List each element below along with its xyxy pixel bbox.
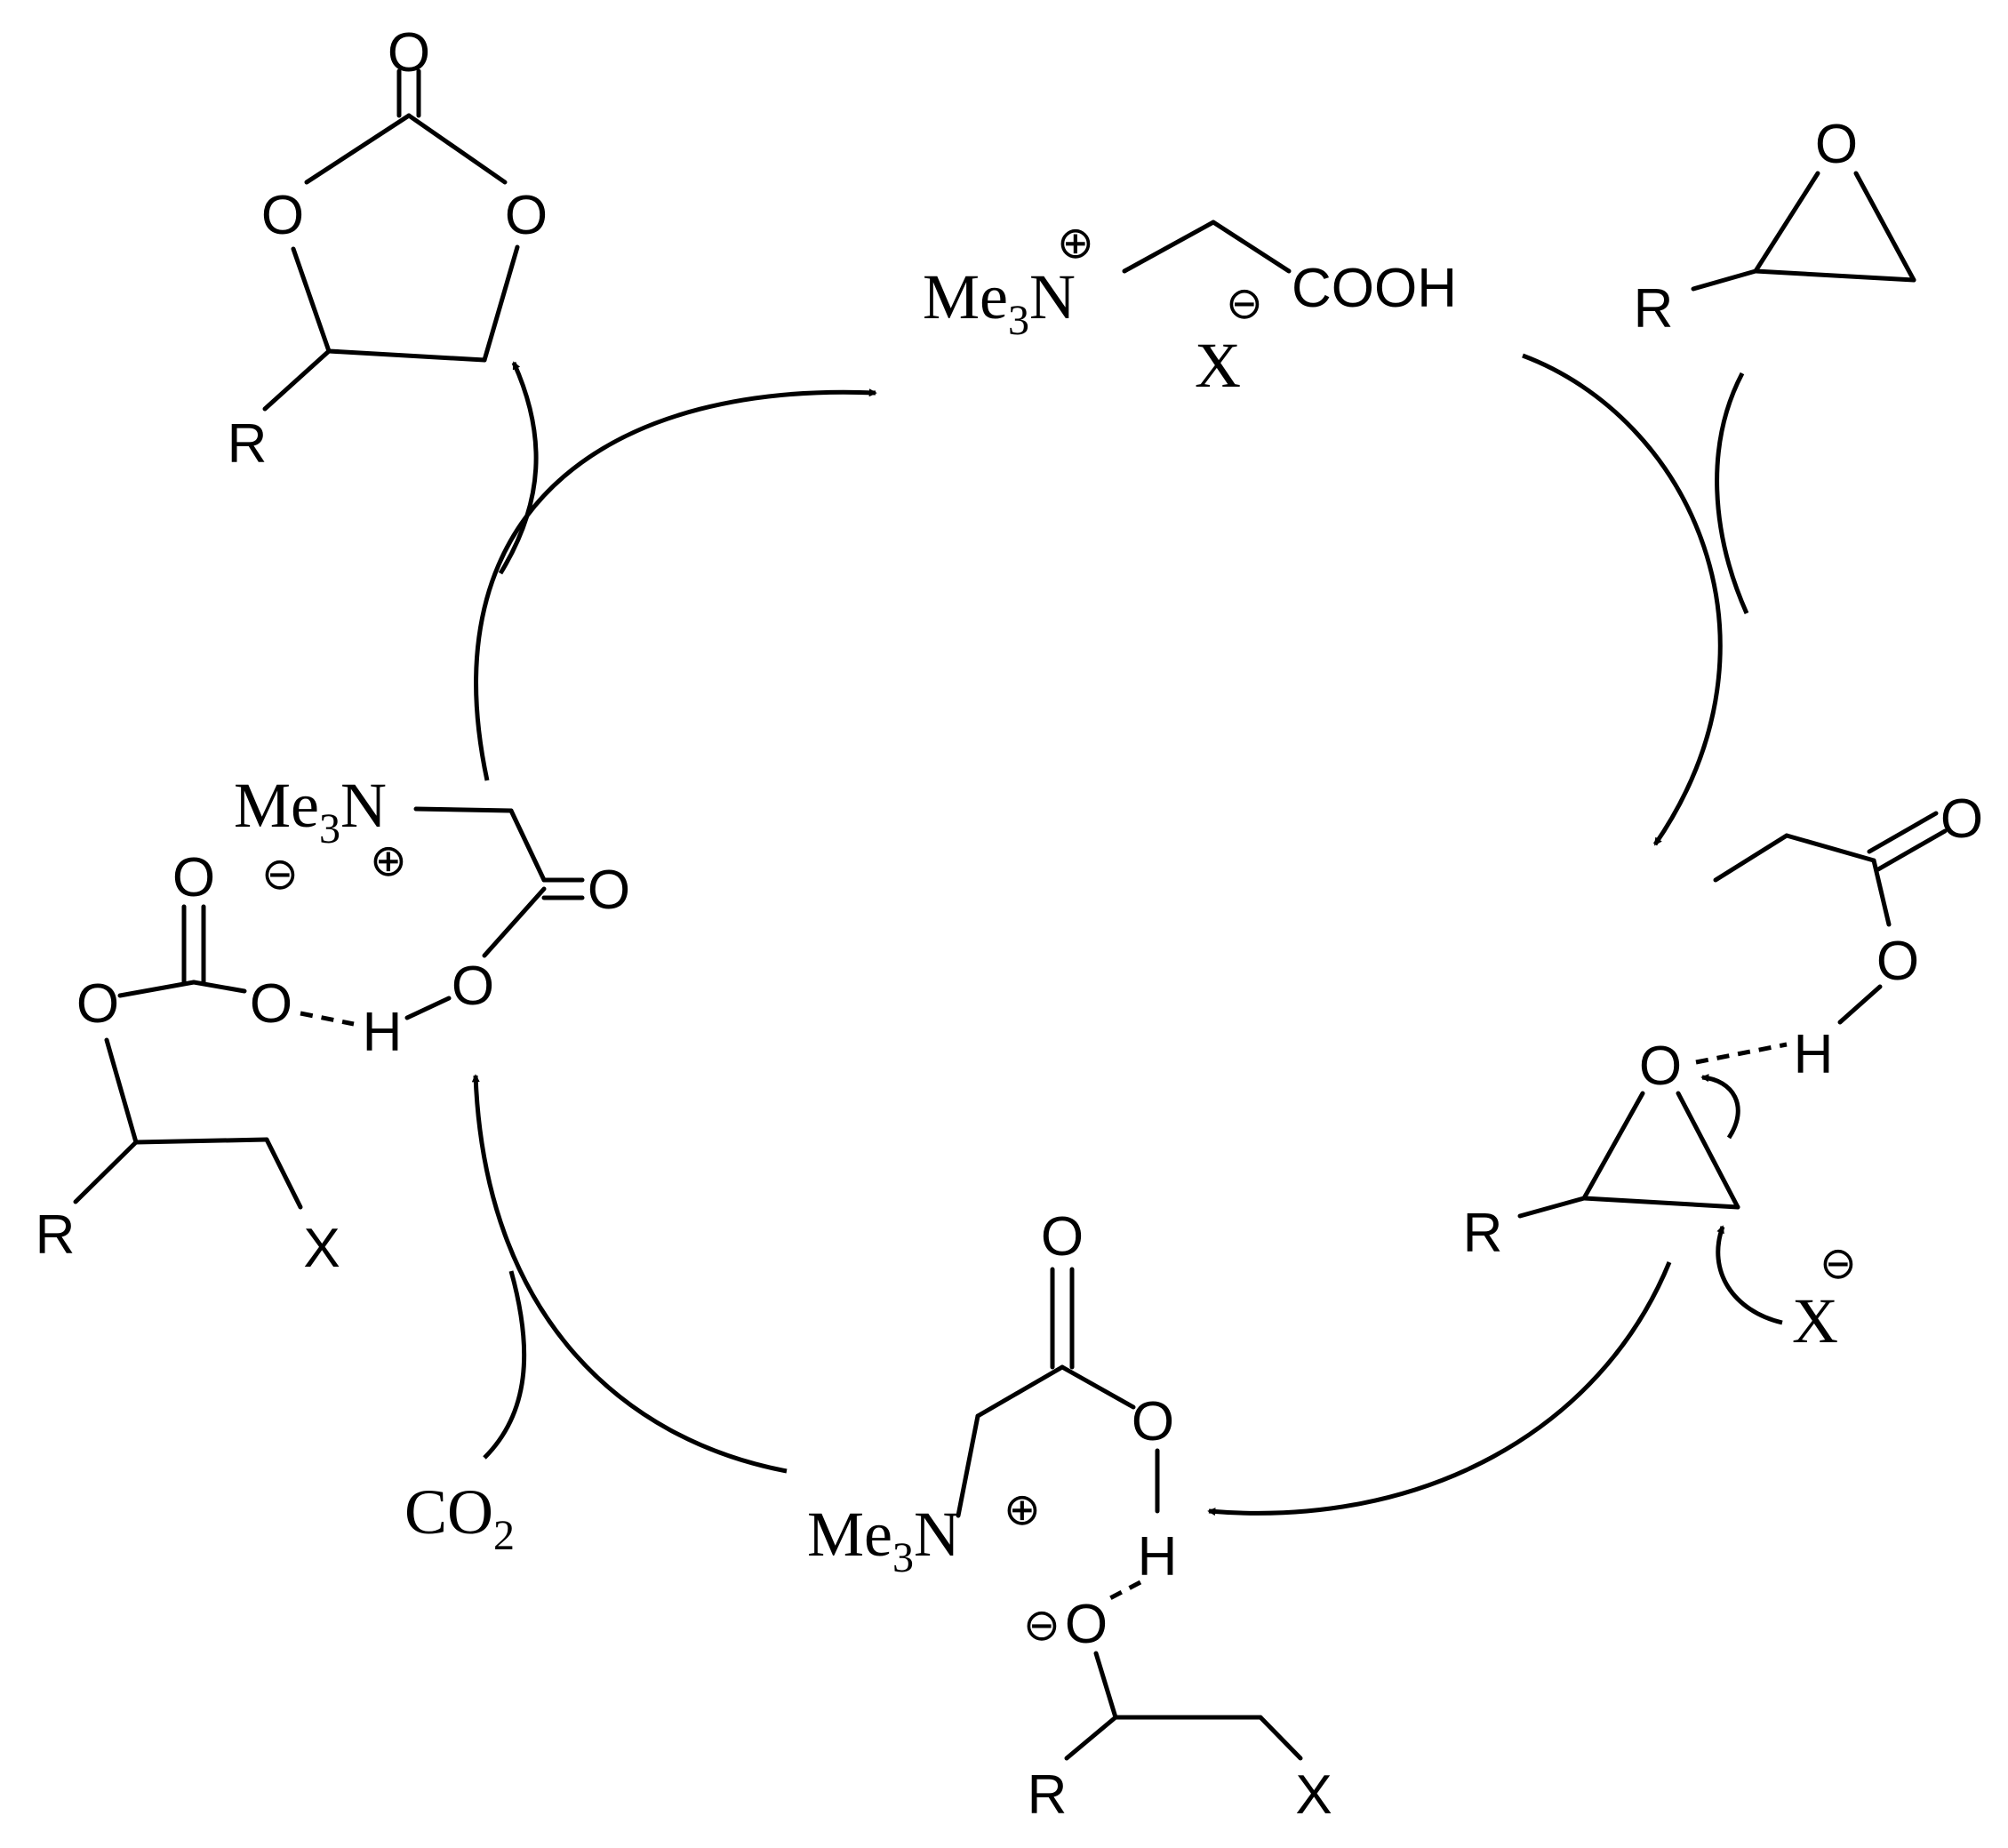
carbonyl-oxygen: O bbox=[1940, 788, 1983, 850]
hydroxyl-hydrogen: H bbox=[1138, 1526, 1178, 1588]
hydroxyl-hydrogen: H bbox=[1794, 1024, 1834, 1085]
anion-negative-charge: ⊖ bbox=[261, 848, 299, 900]
electron-push-arrow-halide bbox=[1716, 1225, 1783, 1325]
ring-closure-product-arrow bbox=[498, 361, 539, 575]
r-substituent-bond bbox=[1517, 1196, 1587, 1219]
electron-push-arrow-oxygen bbox=[1700, 1074, 1740, 1140]
trimethylammonium-label: Me3N bbox=[234, 770, 387, 852]
o-c-bond bbox=[1093, 1651, 1118, 1720]
r-substituent-bond bbox=[262, 348, 332, 412]
trimethylammonium-label: Me3N bbox=[807, 1499, 960, 1581]
c-o-bond bbox=[191, 980, 247, 994]
chain-bond bbox=[1713, 833, 1789, 883]
epoxide-reactant: O R bbox=[1634, 114, 1916, 340]
ammonium-positive-charge: ⊕ bbox=[1057, 217, 1094, 268]
ring-opening-arrow bbox=[1207, 1261, 1672, 1516]
ammonium-positive-charge: ⊕ bbox=[370, 835, 407, 886]
r-substituent-bond bbox=[1064, 1715, 1118, 1761]
halide-substituent: X bbox=[303, 1218, 340, 1279]
epoxide-activation-arrow bbox=[1522, 353, 1723, 846]
epoxide-bond bbox=[1853, 171, 1916, 283]
o-h-bond bbox=[1837, 984, 1883, 1025]
epoxide-bond bbox=[1753, 171, 1820, 274]
n-ch2-bond bbox=[1122, 220, 1216, 274]
c-o-bond bbox=[1871, 858, 1892, 927]
cyclic-carbonate-product: O O O R bbox=[228, 22, 548, 475]
halide-anion: X bbox=[1195, 330, 1241, 401]
epoxide-oxygen: O bbox=[1639, 1036, 1682, 1097]
epoxide-bond bbox=[1753, 268, 1916, 283]
catalyst-regeneration-arrow bbox=[474, 388, 877, 781]
ring-oxygen-left: O bbox=[261, 185, 304, 246]
acid-oxygen: O bbox=[452, 956, 494, 1017]
hydrogen-bond-dashed bbox=[300, 1011, 355, 1027]
hydroxyl-oxygen: O bbox=[1132, 1391, 1174, 1452]
epoxide-bond bbox=[1581, 1196, 1740, 1210]
n-ch2-bond bbox=[413, 806, 514, 813]
ring-oxygen-right: O bbox=[505, 185, 548, 246]
carboxylic-acid-label: COOH bbox=[1292, 258, 1457, 319]
c-x-bond bbox=[264, 1137, 303, 1210]
chain-bond bbox=[133, 1137, 269, 1145]
ester-oxygen: O bbox=[76, 973, 119, 1035]
chain-bond bbox=[1784, 833, 1876, 863]
o-c-bond bbox=[104, 1037, 139, 1145]
catalyst-betaine-hydrohalide: ⊕ Me3N COOH ⊖ X bbox=[923, 217, 1457, 401]
epoxide-activation-intermediate: O O H O R ⊖ X bbox=[1463, 788, 1984, 1356]
carbonate-intermediate: Me3N ⊕ ⊖ O O H O O O R X bbox=[36, 770, 631, 1279]
hydrogen-bond-dashed bbox=[1695, 1042, 1788, 1065]
hydrogen-bond-dashed bbox=[1105, 1580, 1142, 1603]
carbonyl-oxygen: O bbox=[388, 22, 430, 84]
carbonyl-bond-2 bbox=[1876, 828, 1948, 872]
carbonyl-oxygen: O bbox=[1041, 1206, 1084, 1268]
ring-bond bbox=[406, 113, 508, 185]
ring-bond bbox=[326, 348, 487, 363]
r-group-label: R bbox=[36, 1204, 76, 1266]
trimethylammonium-label: Me3N bbox=[923, 261, 1076, 344]
co2-entry-arrow bbox=[483, 1270, 527, 1460]
halide-negative-charge: ⊖ bbox=[1226, 277, 1263, 329]
epoxide-bond bbox=[1676, 1091, 1740, 1210]
epoxide-bond bbox=[1581, 1091, 1645, 1201]
c-x-bond bbox=[1258, 1715, 1303, 1761]
epoxide-oxygen: O bbox=[1815, 114, 1858, 175]
ring-bond bbox=[304, 113, 412, 185]
c-ch2-bond bbox=[975, 1364, 1065, 1419]
carbonate-carbonyl-oxygen: O bbox=[172, 847, 215, 908]
alkoxide-negative-charge: ⊖ bbox=[1023, 1599, 1060, 1651]
r-group-label: R bbox=[228, 413, 268, 475]
alkoxide-oxygen: O bbox=[1065, 1594, 1108, 1655]
r-substituent-bond bbox=[73, 1140, 139, 1204]
acid-hydrogen: H bbox=[363, 1002, 403, 1063]
c-o-bond bbox=[1060, 1364, 1136, 1410]
carbonyl-bond-1 bbox=[1867, 811, 1939, 854]
carbonyl-oxygen: O bbox=[588, 860, 630, 921]
o-h-bond bbox=[404, 996, 452, 1020]
ammonium-positive-charge: ⊕ bbox=[1004, 1484, 1041, 1535]
cycle-arrows bbox=[471, 353, 1783, 1516]
hydroxyl-oxygen: O bbox=[1876, 931, 1919, 992]
halide-substituent: X bbox=[1295, 1764, 1332, 1826]
halide-negative-charge: ⊖ bbox=[1820, 1237, 1857, 1289]
c-o-bond bbox=[482, 886, 547, 958]
ch2-c-bond bbox=[1211, 220, 1292, 274]
ch2-n-bond bbox=[956, 1413, 980, 1518]
epoxide-entry-arrow bbox=[1715, 372, 1749, 615]
c-o-bond bbox=[117, 980, 196, 998]
r-substituent-bond bbox=[1691, 268, 1758, 292]
ring-opened-alkoxide-intermediate: O Me3N ⊕ O H ⊖ O R X bbox=[807, 1206, 1332, 1826]
co2-insertion-arrow bbox=[471, 1074, 788, 1474]
ring-bond bbox=[291, 246, 332, 354]
r-group-label: R bbox=[1634, 278, 1674, 340]
carbon-dioxide-reagent: CO2 bbox=[404, 1476, 515, 1559]
ring-bond bbox=[482, 244, 520, 363]
carbonate-oxygen: O bbox=[250, 973, 292, 1035]
halide-nucleophile: X bbox=[1792, 1285, 1838, 1356]
ch2-c-bond bbox=[508, 808, 547, 883]
r-group-label: R bbox=[1028, 1764, 1068, 1826]
r-group-label: R bbox=[1463, 1203, 1503, 1264]
